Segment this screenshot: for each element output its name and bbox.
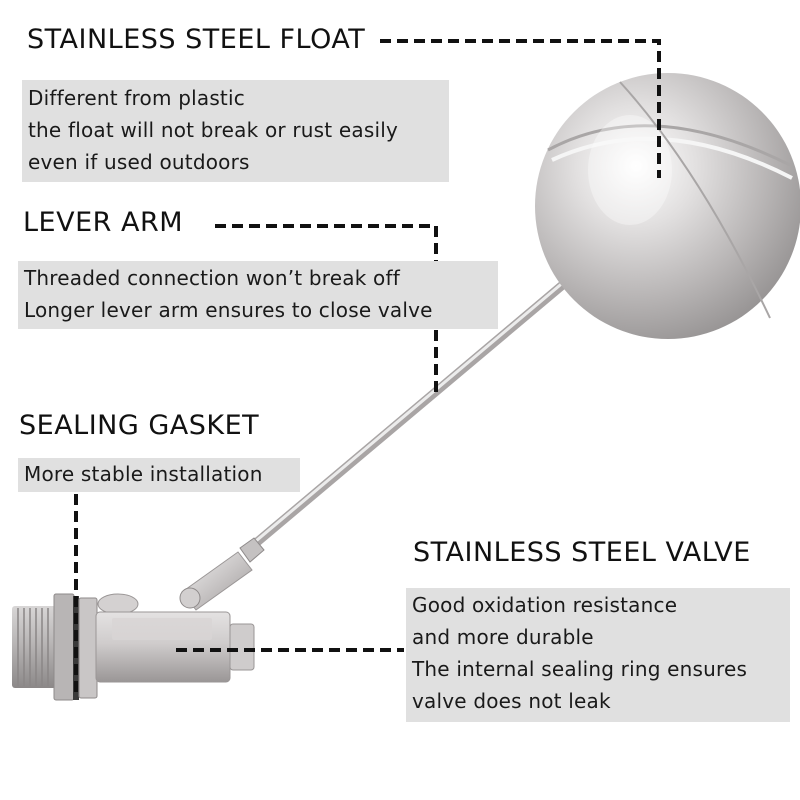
float-leader-line — [380, 39, 661, 178]
valve-line-3: The internal sealing ring ensures — [412, 657, 748, 681]
float-line-1: Different from plastic — [28, 86, 245, 110]
float-line-3: even if used outdoors — [28, 150, 250, 174]
stainless-valve-body — [12, 593, 255, 701]
lever-arm-rod — [179, 257, 591, 611]
leader-lines — [74, 39, 661, 692]
gasket-line-1: More stable installation — [24, 462, 263, 486]
valve-line-2: and more durable — [412, 625, 594, 649]
float-description: Different from plastic the float will no… — [22, 80, 449, 182]
valve-line-4: valve does not leak — [412, 689, 611, 713]
valve-description: Good oxidation resistance and more durab… — [406, 588, 790, 722]
lever-arm-description: Threaded connection won’t break off Long… — [18, 261, 498, 329]
float-line-2: the float will not break or rust easily — [28, 118, 399, 142]
gasket-title: SEALING GASKET — [19, 410, 260, 441]
lever-arm-line-2: Longer lever arm ensures to close valve — [24, 298, 433, 322]
lever-arm-line-1: Threaded connection won’t break off — [24, 266, 400, 290]
lever-arm-title: LEVER ARM — [23, 207, 184, 238]
valve-title: STAINLESS STEEL VALVE — [413, 537, 751, 568]
gasket-description: More stable installation — [18, 458, 300, 492]
float-title: STAINLESS STEEL FLOAT — [27, 24, 366, 55]
valve-line-1: Good oxidation resistance — [412, 593, 678, 617]
stainless-float-ball — [535, 73, 800, 339]
lever-arm-leader-line-top — [215, 224, 438, 262]
